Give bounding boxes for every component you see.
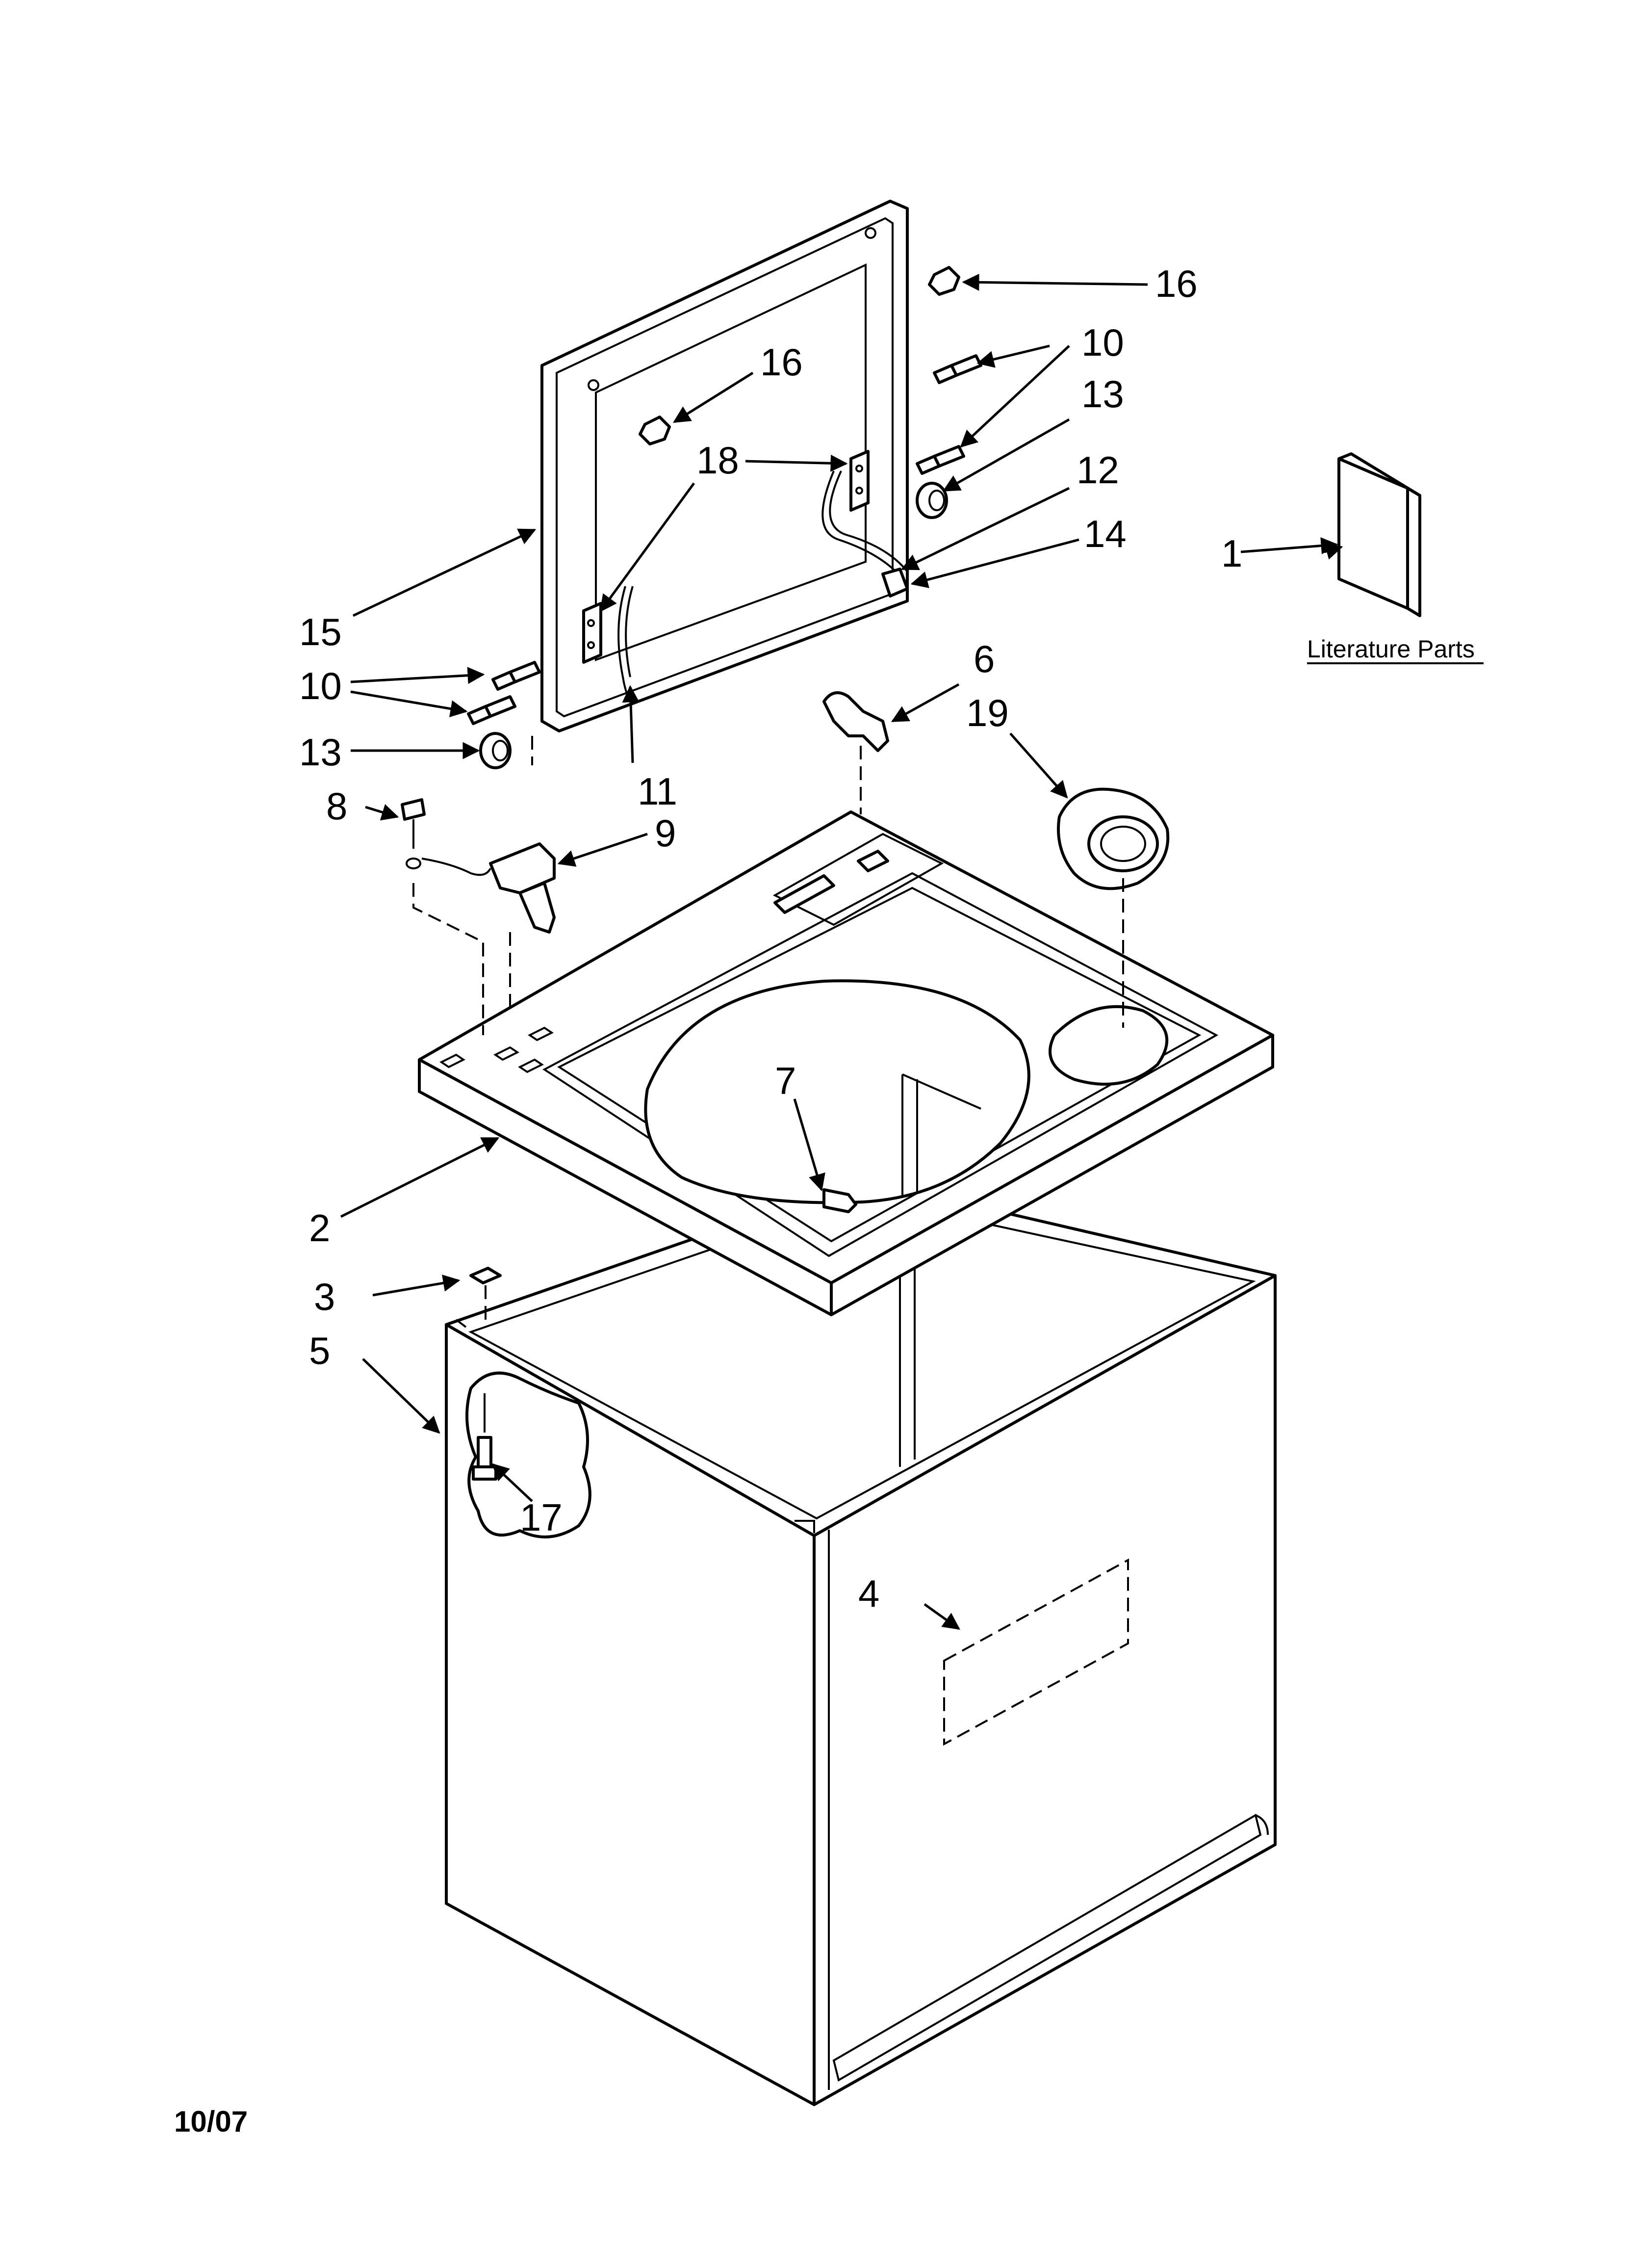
bushing-part	[881, 568, 909, 598]
callout-11: 11	[638, 770, 677, 813]
callout-6: 6	[974, 637, 995, 680]
hinge-screw-parts	[467, 354, 982, 725]
leader-arrows	[340, 273, 1343, 1630]
clip-part	[822, 691, 889, 752]
callout-1: 1	[1221, 532, 1242, 575]
literature-booklet	[1337, 452, 1421, 617]
bleach-cup-part	[1057, 787, 1170, 890]
callout-8: 8	[326, 784, 347, 828]
callout-labels: 1 2 3 4 5 6 7 8 9 10 10 11 12 13 13 14 1…	[299, 262, 1242, 1615]
cabinet-clip-part	[469, 1267, 502, 1284]
callout-12: 12	[1077, 448, 1119, 492]
switch-screw-part	[401, 798, 426, 869]
callout-2: 2	[309, 1206, 330, 1250]
callout-16-left: 16	[760, 340, 803, 384]
assembly-lines	[412, 736, 1124, 1325]
callout-9: 9	[655, 811, 676, 855]
callout-7: 7	[775, 1059, 796, 1102]
washer-top	[418, 810, 1274, 1316]
callout-3: 3	[314, 1275, 335, 1318]
callout-19: 19	[966, 691, 1009, 734]
callout-14: 14	[1084, 512, 1127, 555]
lid	[540, 200, 909, 732]
lid-switch-part	[421, 842, 556, 934]
callout-15: 15	[299, 610, 342, 653]
callout-17: 17	[520, 1496, 563, 1539]
literature-parts-label: Literature Parts	[1307, 635, 1475, 663]
grommet-parts	[479, 482, 948, 769]
callout-5: 5	[309, 1329, 330, 1372]
cabinet	[445, 1178, 1277, 2106]
callout-13-left: 13	[299, 730, 342, 774]
bumper-part	[639, 266, 960, 445]
callout-10-left: 10	[299, 664, 342, 707]
date-code: 10/07	[174, 2105, 248, 2138]
tub-ring-screw-part	[822, 1188, 857, 1213]
callout-13-right: 13	[1081, 372, 1124, 416]
callout-18: 18	[696, 439, 739, 482]
callout-10-right: 10	[1081, 321, 1124, 364]
callout-16-right: 16	[1155, 262, 1198, 305]
callout-4: 4	[858, 1572, 879, 1615]
rating-plate-outline	[943, 1558, 1129, 1746]
